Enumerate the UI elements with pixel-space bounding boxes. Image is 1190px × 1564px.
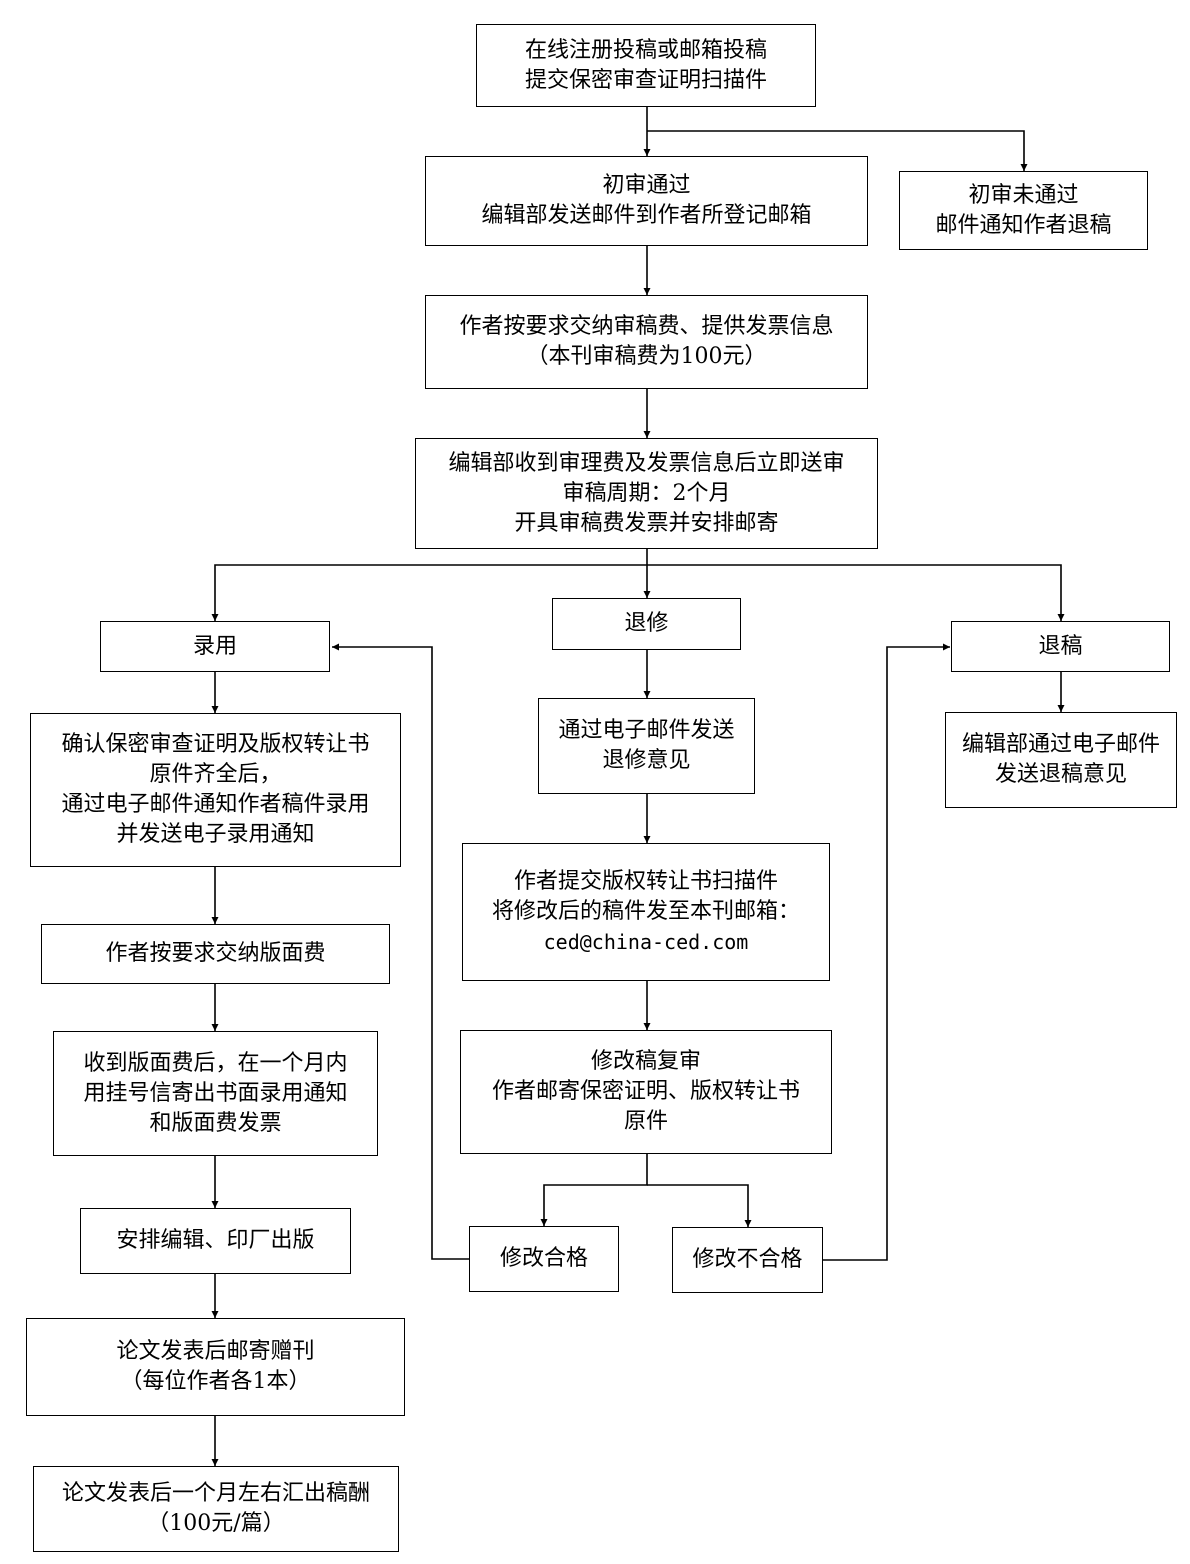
publish-text-line-1: 安排编辑、印厂出版 bbox=[116, 1228, 315, 1253]
royalty-text-line-2: （100元/篇） bbox=[147, 1511, 285, 1536]
arrow-send-review-to-accept bbox=[211, 564, 647, 621]
initial-review-fail-text-line-1: 初审未通过 bbox=[968, 182, 1079, 208]
initial-review-pass-text-line-1: 初审通过 bbox=[602, 173, 691, 198]
reject-email-text-line-1: 编辑部通过电子邮件 bbox=[961, 732, 1160, 757]
accept-confirm-text-line-3: 通过电子邮件通知作者稿件录用 bbox=[61, 792, 370, 817]
accept-confirm-text-line-2: 原件齐全后， bbox=[149, 762, 282, 787]
mail-notice-text-line-1: 收到版面费后，在一个月内 bbox=[83, 1050, 348, 1076]
pay-review-fee-text-line-2: （本刊审稿费为100元） bbox=[526, 344, 767, 369]
submit-revision-text-line-3: ced@china-ced.com bbox=[543, 930, 749, 954]
revise-email-box: 通过电子邮件发送退修意见 bbox=[538, 698, 755, 794]
initial-review-fail-box: 初审未通过邮件通知作者退稿 bbox=[899, 171, 1148, 250]
revision-fail-text-line-1: 修改不合格 bbox=[692, 1247, 803, 1272]
revision-review-box: 修改稿复审作者邮寄保密证明、版权转让书原件 bbox=[460, 1030, 832, 1154]
initial-review-pass-box: 初审通过编辑部发送邮件到作者所登记邮箱 bbox=[425, 156, 868, 246]
submit-revision-text-line-2: 将修改后的稿件发至本刊邮箱： bbox=[491, 899, 800, 924]
revision-fail-box: 修改不合格 bbox=[672, 1227, 823, 1293]
revise-box: 退修 bbox=[552, 598, 741, 650]
reject-box: 退稿 bbox=[951, 621, 1170, 672]
accept-confirm-text-line-4: 并发送电子录用通知 bbox=[116, 822, 315, 847]
reject-email-box: 编辑部通过电子邮件发送退稿意见 bbox=[945, 712, 1177, 808]
accept-box: 录用 bbox=[100, 621, 330, 672]
arrow-revision-review-to-revision-ok bbox=[540, 1154, 648, 1226]
revise-email-text-line-1: 通过电子邮件发送 bbox=[558, 718, 735, 743]
publish-box: 安排编辑、印厂出版 bbox=[80, 1208, 351, 1274]
revision-review-text-line-2: 作者邮寄保密证明、版权转让书 bbox=[491, 1079, 800, 1104]
arrow-send-review-to-reject bbox=[647, 564, 1065, 621]
pay-review-fee-text-line-1: 作者按要求交纳审稿费、提供发票信息 bbox=[459, 314, 834, 339]
gift-copy-text-line-1: 论文发表后邮寄赠刊 bbox=[116, 1339, 315, 1364]
initial-review-fail-text-line-2: 邮件通知作者退稿 bbox=[935, 212, 1112, 238]
pay-page-fee-text-line-1: 作者按要求交纳版面费 bbox=[105, 941, 326, 966]
submit-revision-box: 作者提交版权转让书扫描件将修改后的稿件发至本刊邮箱： ced@china-ced.… bbox=[462, 843, 830, 981]
accept-confirm-box: 确认保密审查证明及版权转让书原件齐全后， 通过电子邮件通知作者稿件录用并发送电子录… bbox=[30, 713, 401, 867]
arrow-submit-to-initial-fail bbox=[647, 130, 1028, 171]
submit-revision-text-line-1: 作者提交版权转让书扫描件 bbox=[513, 869, 778, 894]
submit-manuscript-box: 在线注册投稿或邮箱投稿提交保密审查证明扫描件 bbox=[476, 24, 816, 107]
arrow-revision-review-to-revision-fail bbox=[647, 1184, 752, 1227]
mail-notice-text-line-3: 和版面费发票 bbox=[149, 1110, 282, 1136]
initial-review-pass-text-line-2: 编辑部发送邮件到作者所登记邮箱 bbox=[481, 203, 812, 228]
royalty-box: 论文发表后一个月左右汇出稿酬 （100元/篇） bbox=[33, 1466, 399, 1552]
revision-ok-text-line-1: 修改合格 bbox=[499, 1246, 588, 1271]
arrow-revision-ok-to-accept bbox=[332, 643, 469, 1260]
arrow-revision-fail-to-reject bbox=[823, 643, 950, 1261]
royalty-text-line-1: 论文发表后一个月左右汇出稿酬 bbox=[61, 1481, 370, 1506]
accept-text-line-1: 录用 bbox=[192, 633, 237, 659]
pay-review-fee-box: 作者按要求交纳审稿费、提供发票信息 （本刊审稿费为100元） bbox=[425, 295, 868, 389]
mail-notice-box: 收到版面费后，在一个月内用挂号信寄出书面录用通知和版面费发票 bbox=[53, 1031, 378, 1156]
revise-text-line-1: 退修 bbox=[624, 611, 669, 636]
pay-page-fee-box: 作者按要求交纳版面费 bbox=[41, 924, 390, 984]
accept-confirm-text-line-1: 确认保密审查证明及版权转让书 bbox=[61, 732, 370, 757]
revision-review-text-line-3: 原件 bbox=[623, 1109, 668, 1134]
submit-manuscript-text-line-1: 在线注册投稿或邮箱投稿 bbox=[524, 37, 767, 63]
gift-copy-text-line-2: （每位作者各1本） bbox=[120, 1369, 311, 1394]
gift-copy-box: 论文发表后邮寄赠刊 （每位作者各1本） bbox=[26, 1318, 405, 1416]
reject-text-line-1: 退稿 bbox=[1038, 633, 1083, 659]
revise-email-text-line-2: 退修意见 bbox=[602, 748, 691, 773]
submit-manuscript-text-line-2: 提交保密审查证明扫描件 bbox=[524, 67, 767, 93]
send-for-review-box: 编辑部收到审理费及发票信息后立即送审审稿周期：2个月开具审稿费发票并安排邮寄 bbox=[415, 438, 878, 549]
mail-notice-text-line-2: 用挂号信寄出书面录用通知 bbox=[83, 1080, 348, 1106]
send-for-review-text-line-1: 编辑部收到审理费及发票信息后立即送审 bbox=[448, 450, 845, 476]
revision-ok-box: 修改合格 bbox=[469, 1226, 619, 1292]
send-for-review-text-line-3: 开具审稿费发票并安排邮寄 bbox=[514, 510, 779, 536]
reject-email-text-line-2: 发送退稿意见 bbox=[994, 762, 1127, 787]
revision-review-text-line-1: 修改稿复审 bbox=[590, 1049, 701, 1074]
send-for-review-text-line-2: 审稿周期：2个月 bbox=[562, 480, 731, 506]
